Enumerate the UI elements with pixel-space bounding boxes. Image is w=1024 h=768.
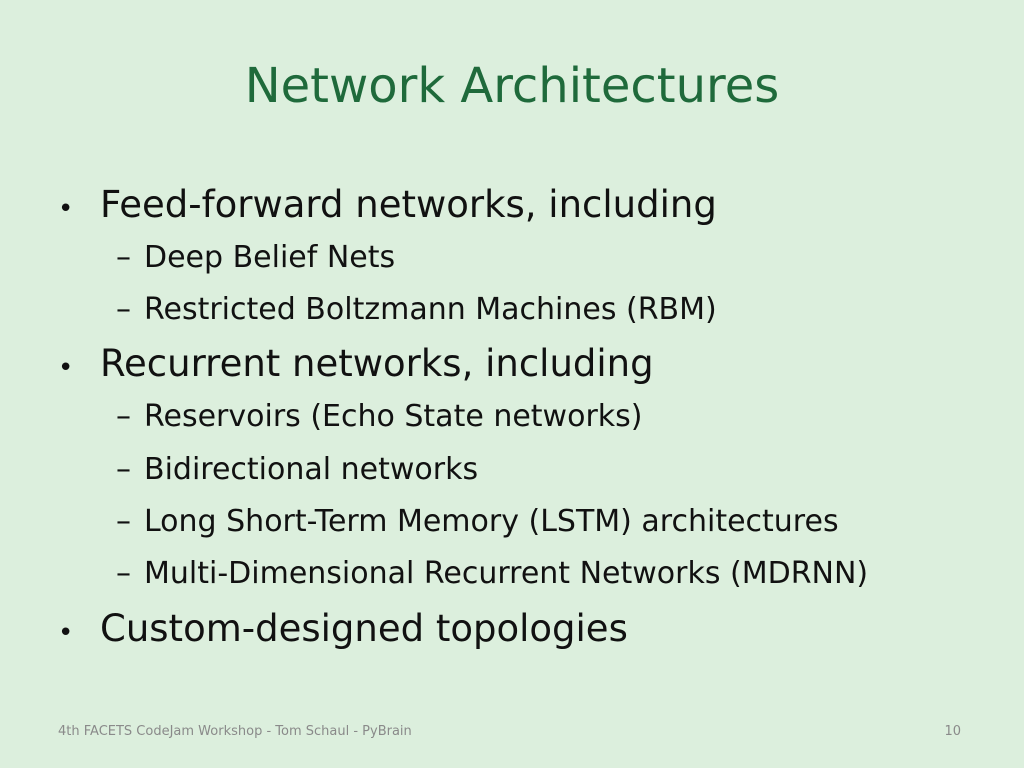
bullet-text: Feed-forward networks, including <box>100 183 717 226</box>
subbullet-item: – Deep Belief Nets <box>116 240 978 275</box>
dash-icon: – <box>116 503 131 539</box>
bullet-item-feed-forward: • Feed-forward networks, including <box>58 183 978 226</box>
dash-icon: – <box>116 292 131 328</box>
bullet-dot-icon: • <box>58 353 74 384</box>
bullet-dot-icon: • <box>58 617 74 648</box>
dash-icon: – <box>116 451 131 487</box>
subbullet-text: Restricted Boltzmann Machines (RBM) <box>144 292 717 328</box>
slide-title: Network Architectures <box>244 58 780 114</box>
subbullet-item: – Restricted Boltzmann Machines (RBM) <box>116 292 978 327</box>
subbullet-list-feed-forward: – Deep Belief Nets – Restricted Boltzman… <box>116 240 978 328</box>
subbullet-item: – Reservoirs (Echo State networks) <box>116 399 978 434</box>
subbullet-text: Deep Belief Nets <box>144 239 396 275</box>
subbullet-item: – Multi-Dimensional Recurrent Networks (… <box>116 556 978 591</box>
subbullet-item: – Long Short-Term Memory (LSTM) architec… <box>116 504 978 539</box>
slide-footer-text: 4th FACETS CodeJam Workshop - Tom Schaul… <box>58 724 412 739</box>
dash-icon: – <box>116 239 131 275</box>
bullet-dot-icon: • <box>58 194 74 224</box>
subbullet-list-recurrent: – Reservoirs (Echo State networks) – Bid… <box>116 399 978 592</box>
slide-content: • Feed-forward networks, including – Dee… <box>58 183 978 663</box>
bullet-text: Recurrent networks, including <box>100 342 654 386</box>
bullet-text: Custom-designed topologies <box>100 606 628 650</box>
subbullet-text: Long Short-Term Memory (LSTM) architectu… <box>144 503 839 539</box>
subbullet-text: Multi-Dimensional Recurrent Networks (MD… <box>144 556 869 592</box>
dash-icon: – <box>116 399 131 435</box>
subbullet-text: Reservoirs (Echo State networks) <box>144 399 643 435</box>
dash-icon: – <box>116 556 131 592</box>
bullet-item-custom-topologies: • Custom-designed topologies <box>58 606 978 650</box>
subbullet-text: Bidirectional networks <box>144 451 479 487</box>
slide-page-number: 10 <box>944 724 961 739</box>
bullet-item-recurrent: • Recurrent networks, including <box>58 344 978 385</box>
subbullet-item: – Bidirectional networks <box>116 452 978 487</box>
